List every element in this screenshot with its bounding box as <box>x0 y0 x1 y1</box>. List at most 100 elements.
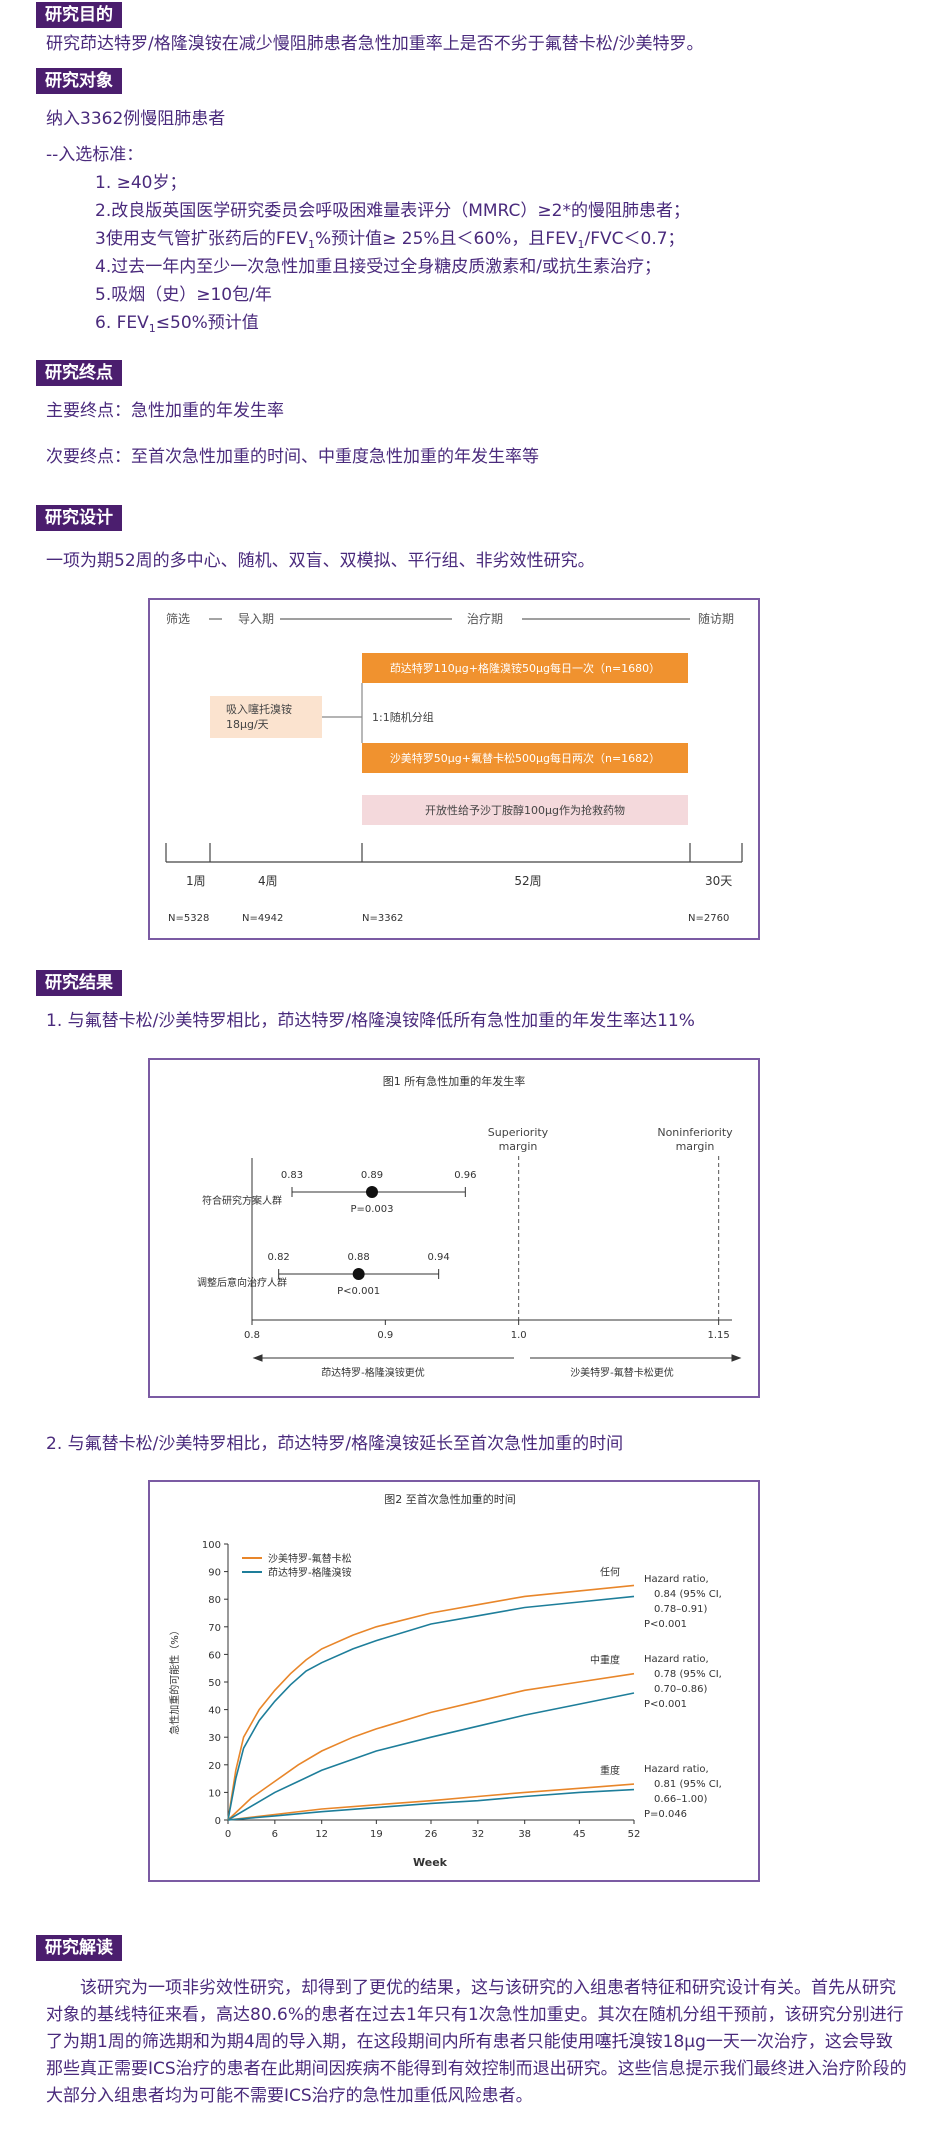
series-ig-group-1 <box>227 1595 635 1821</box>
result-2-text: 2. 与氟替卡松/沙美特罗相比，茚达特罗/格隆溴铵延长至首次急性加重的时间 <box>46 1434 624 1454</box>
row2-label: 调整后意向治疗人群 <box>197 1276 287 1289</box>
group-1-hazard-ratio-line: 0.84 (95% CI, <box>654 1589 722 1600</box>
group-2-hazard-ratio-line: P<0.001 <box>644 1699 687 1710</box>
fig2-y-tick-label: 60 <box>208 1650 221 1661</box>
group-1-hazard-ratio-line: Hazard ratio, <box>644 1574 709 1585</box>
primary-endpoint: 主要终点：急性加重的年发生率 <box>46 401 284 421</box>
fig2-y-tick-label: 70 <box>208 1623 221 1634</box>
series-sfc-group-3 <box>227 1783 635 1821</box>
runin-box-line1: 吸入噻托溴铵 <box>226 702 292 716</box>
group-2-hazard-ratio-line: Hazard ratio, <box>644 1654 709 1665</box>
rescue-box <box>362 795 688 825</box>
group-3-hazard-ratio-line: 0.66–1.00) <box>654 1794 708 1805</box>
fig2-x-tick-label: 19 <box>370 1829 383 1840</box>
row2-estimate-point <box>352 1268 365 1280</box>
series-ig-group-2 <box>227 1692 635 1821</box>
fig1-x-tick-label: 0.8 <box>244 1330 260 1341</box>
n-randomized: N=3362 <box>362 913 403 924</box>
phase-treatment: 治疗期 <box>467 612 503 626</box>
row1-ci-high-label: 0.96 <box>454 1170 476 1181</box>
section-heading-subjects: 研究对象 <box>36 68 122 94</box>
legend-label-ig: 茚达特罗-格隆溴铵 <box>268 1566 352 1579</box>
criterion-6: 6. FEV1≤50%预计值 <box>95 313 259 335</box>
row1-estimate-label: 0.89 <box>361 1170 383 1181</box>
group-3-hazard-ratio-line: 0.81 (95% CI, <box>654 1779 722 1790</box>
fig2-x-tick-label: 12 <box>315 1829 328 1840</box>
row1-ci-low-label: 0.83 <box>281 1170 303 1181</box>
favors-left-arrowhead <box>252 1354 263 1362</box>
phase-runin: 导入期 <box>238 612 274 626</box>
criterion-5: 5.吸烟（史）≥10包/年 <box>95 285 272 305</box>
arm2-label: 沙美特罗50μg+氟替卡松500μg每日两次（n=1682） <box>390 751 660 765</box>
figure-1-forest-plot: 图1 所有急性加重的年发生率 Superiority margin Noninf… <box>148 1058 760 1398</box>
noninferiority-label-1: Noninferiority <box>657 1126 733 1139</box>
fig2-x-tick-label: 32 <box>471 1829 484 1840</box>
row1-label: 符合研究方案人群 <box>202 1194 282 1207</box>
fig2-y-tick-label: 90 <box>208 1568 221 1579</box>
phase-followup: 随访期 <box>698 611 734 626</box>
randomization-label: 1:1随机分组 <box>372 710 434 724</box>
series-sfc-group-2 <box>227 1672 635 1821</box>
criterion-1: 1. ≥40岁； <box>95 173 187 193</box>
runin-box-line2: 18μg/天 <box>226 718 269 731</box>
n-runin: N=4942 <box>242 913 283 924</box>
row1-p-value: P=0.003 <box>350 1204 393 1215</box>
section-heading-objective: 研究目的 <box>36 2 122 28</box>
group-3-hazard-ratio-line: Hazard ratio, <box>644 1764 709 1775</box>
row1-estimate-point <box>365 1186 378 1198</box>
n-screening: N=5328 <box>168 913 209 924</box>
fig2-x-tick-label: 45 <box>573 1829 586 1840</box>
fig2-y-tick-label: 100 <box>202 1540 221 1551</box>
fig1-title: 图1 所有急性加重的年发生率 <box>383 1074 526 1088</box>
study-design-diagram: 筛选 导入期 治疗期 随访期 吸入噻托溴铵 18μg/天 茚达特罗110μg+格… <box>148 598 760 940</box>
row2-ci-high-label: 0.94 <box>428 1252 450 1263</box>
row2-ci-low-label: 0.82 <box>268 1252 290 1263</box>
row2-p-value: P<0.001 <box>337 1286 380 1297</box>
section-heading-interpretation: 研究解读 <box>36 1935 122 1961</box>
fig2-y-tick-label: 20 <box>208 1761 221 1772</box>
week-4-label: 4周 <box>258 874 278 888</box>
section-heading-results: 研究结果 <box>36 970 122 996</box>
objective-text: 研究茚达特罗/格隆溴铵在减少慢阻肺患者急性加重率上是否不劣于氟替卡松/沙美特罗。 <box>46 34 704 54</box>
fig2-title: 图2 至首次急性加重的时间 <box>384 1492 516 1506</box>
fig2-x-tick-label: 52 <box>628 1829 641 1840</box>
x-axis-label: Week <box>413 1856 448 1869</box>
result-1-text: 1. 与氟替卡松/沙美特罗相比，茚达特罗/格隆溴铵降低所有急性加重的年发生率达1… <box>46 1011 695 1031</box>
fig2-x-tick-label: 6 <box>272 1829 278 1840</box>
row2-estimate-label: 0.88 <box>348 1252 370 1263</box>
group-3-hazard-ratio-line: P=0.046 <box>644 1809 687 1820</box>
rescue-label: 开放性给予沙丁胺醇100μg作为抢救药物 <box>425 803 625 817</box>
criteria-title: --入选标准： <box>46 145 144 165</box>
fig2-x-tick-label: 26 <box>425 1829 438 1840</box>
runin-box <box>210 696 322 738</box>
group-1-label: 任何 <box>600 1565 620 1578</box>
arm1-label: 茚达特罗110μg+格隆溴铵50μg每日一次（n=1680） <box>390 661 660 675</box>
week-1-label: 1周 <box>186 874 206 888</box>
criterion-4: 4.过去一年内至少一次急性加重且接受过全身糖皮质激素和/或抗生素治疗； <box>95 257 661 277</box>
fig2-x-tick-label: 38 <box>518 1829 531 1840</box>
secondary-endpoint: 次要终点：至首次急性加重的时间、中重度急性加重的年发生率等 <box>46 447 539 467</box>
group-2-hazard-ratio-line: 0.78 (95% CI, <box>654 1669 722 1680</box>
superiority-label-2: margin <box>499 1140 538 1153</box>
noninferiority-label-2: margin <box>676 1140 715 1153</box>
fig1-x-tick-label: 1.0 <box>511 1330 527 1341</box>
fig2-y-tick-label: 10 <box>208 1788 221 1799</box>
fig2-y-tick-label: 50 <box>208 1678 221 1689</box>
arm-indacaterol-glycopyrronium <box>362 653 688 683</box>
group-2-label: 中重度 <box>590 1654 620 1667</box>
favors-right-arrowhead <box>731 1354 742 1362</box>
fig2-x-tick-label: 0 <box>225 1829 231 1840</box>
favors-right-label: 沙美特罗-氟替卡松更优 <box>570 1366 674 1379</box>
phase-screening: 筛选 <box>166 611 190 626</box>
group-3-label: 重度 <box>600 1764 620 1777</box>
fig2-y-tick-label: 80 <box>208 1595 221 1606</box>
group-2-hazard-ratio-line: 0.70–0.86) <box>654 1684 708 1695</box>
day-30-label: 30天 <box>705 874 732 888</box>
fig2-y-tick-label: 30 <box>208 1733 221 1744</box>
design-text: 一项为期52周的多中心、随机、双盲、双模拟、平行组、非劣效性研究。 <box>46 551 595 571</box>
section-heading-endpoints: 研究终点 <box>36 360 122 386</box>
section-heading-design: 研究设计 <box>36 505 122 531</box>
week-52-label: 52周 <box>514 874 541 888</box>
